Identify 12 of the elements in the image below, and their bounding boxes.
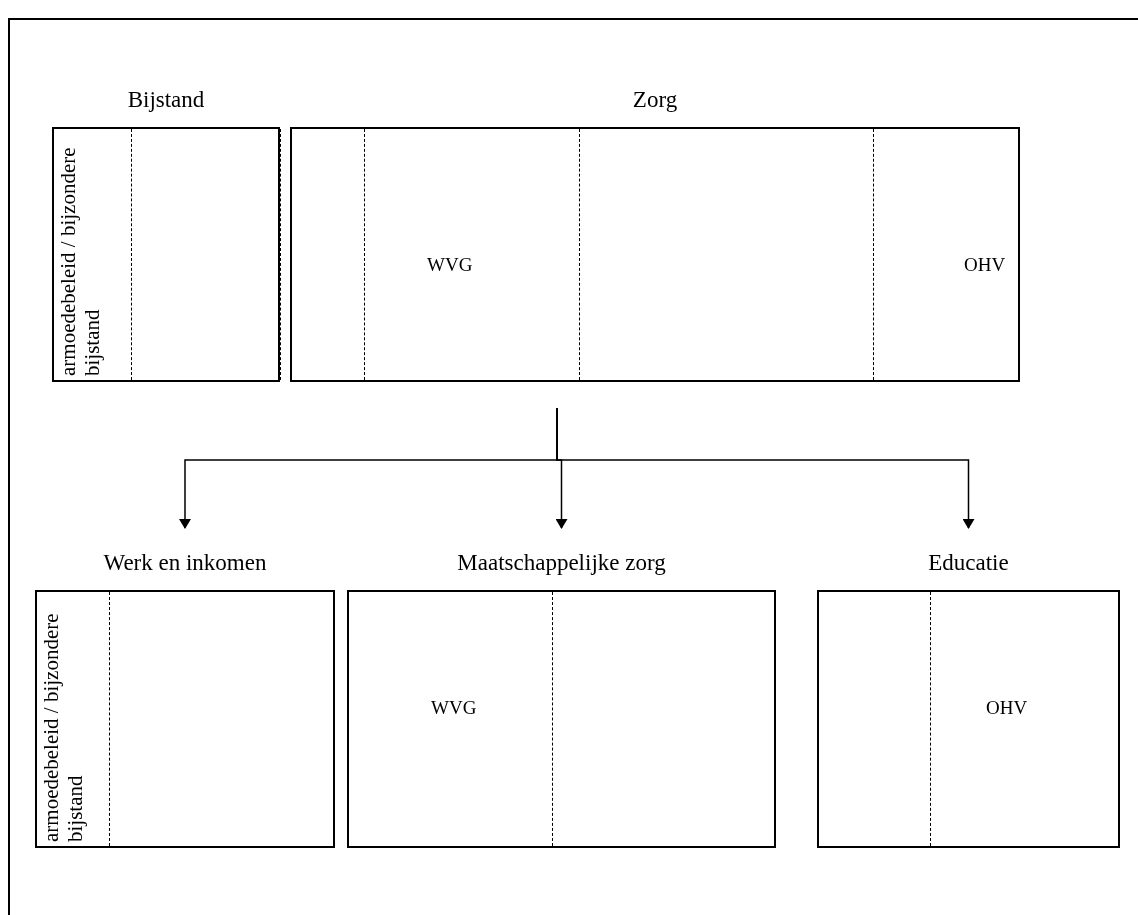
box-heading: Zorg: [631, 87, 679, 113]
column-label: OHV: [964, 254, 1006, 276]
box-heading: Maatschappelijke zorg: [456, 550, 667, 576]
column-label: armoedebeleid / bijzondere bijstand: [56, 146, 104, 376]
column-label: OHV: [986, 697, 1028, 719]
arrow: [556, 407, 975, 529]
box-heading: Educatie: [927, 550, 1010, 576]
column-label: armoedebeleid / bijzondere bijstand: [39, 612, 87, 842]
column-label: WVG: [427, 254, 473, 276]
column-label: WVG: [431, 697, 477, 719]
box-heading: Bijstand: [126, 87, 206, 113]
box-heading: Werk en inkomen: [102, 550, 268, 576]
